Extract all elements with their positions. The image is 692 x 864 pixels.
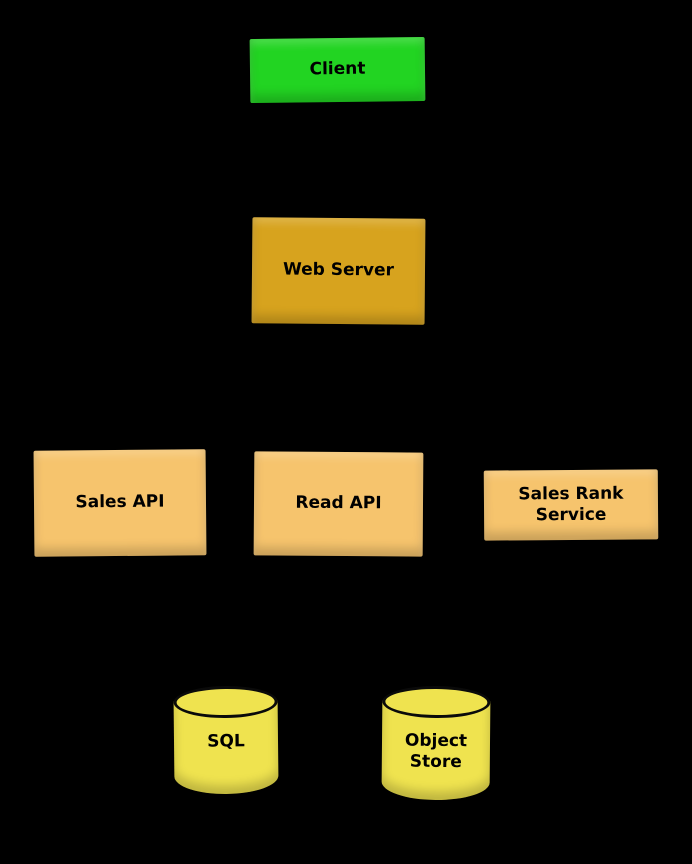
node-sql-database: SQL bbox=[173, 685, 279, 795]
node-read-api-label: Read API bbox=[295, 493, 382, 514]
node-client: Client bbox=[249, 36, 426, 104]
node-object-store-database: Object Store bbox=[381, 685, 491, 801]
node-sales-rank-service-label: Sales Rank Service bbox=[518, 483, 624, 526]
node-web-server-label: Web Server bbox=[282, 259, 395, 281]
node-object-store-label: Object Store bbox=[404, 730, 468, 773]
node-sql-label: SQL bbox=[207, 730, 245, 752]
node-sales-api-label: Sales API bbox=[75, 491, 165, 513]
node-client-label: Client bbox=[309, 59, 366, 80]
node-sales-api: Sales API bbox=[33, 449, 207, 557]
node-read-api: Read API bbox=[253, 451, 424, 557]
node-web-server: Web Server bbox=[251, 217, 426, 325]
node-sales-rank-service: Sales Rank Service bbox=[483, 469, 659, 541]
